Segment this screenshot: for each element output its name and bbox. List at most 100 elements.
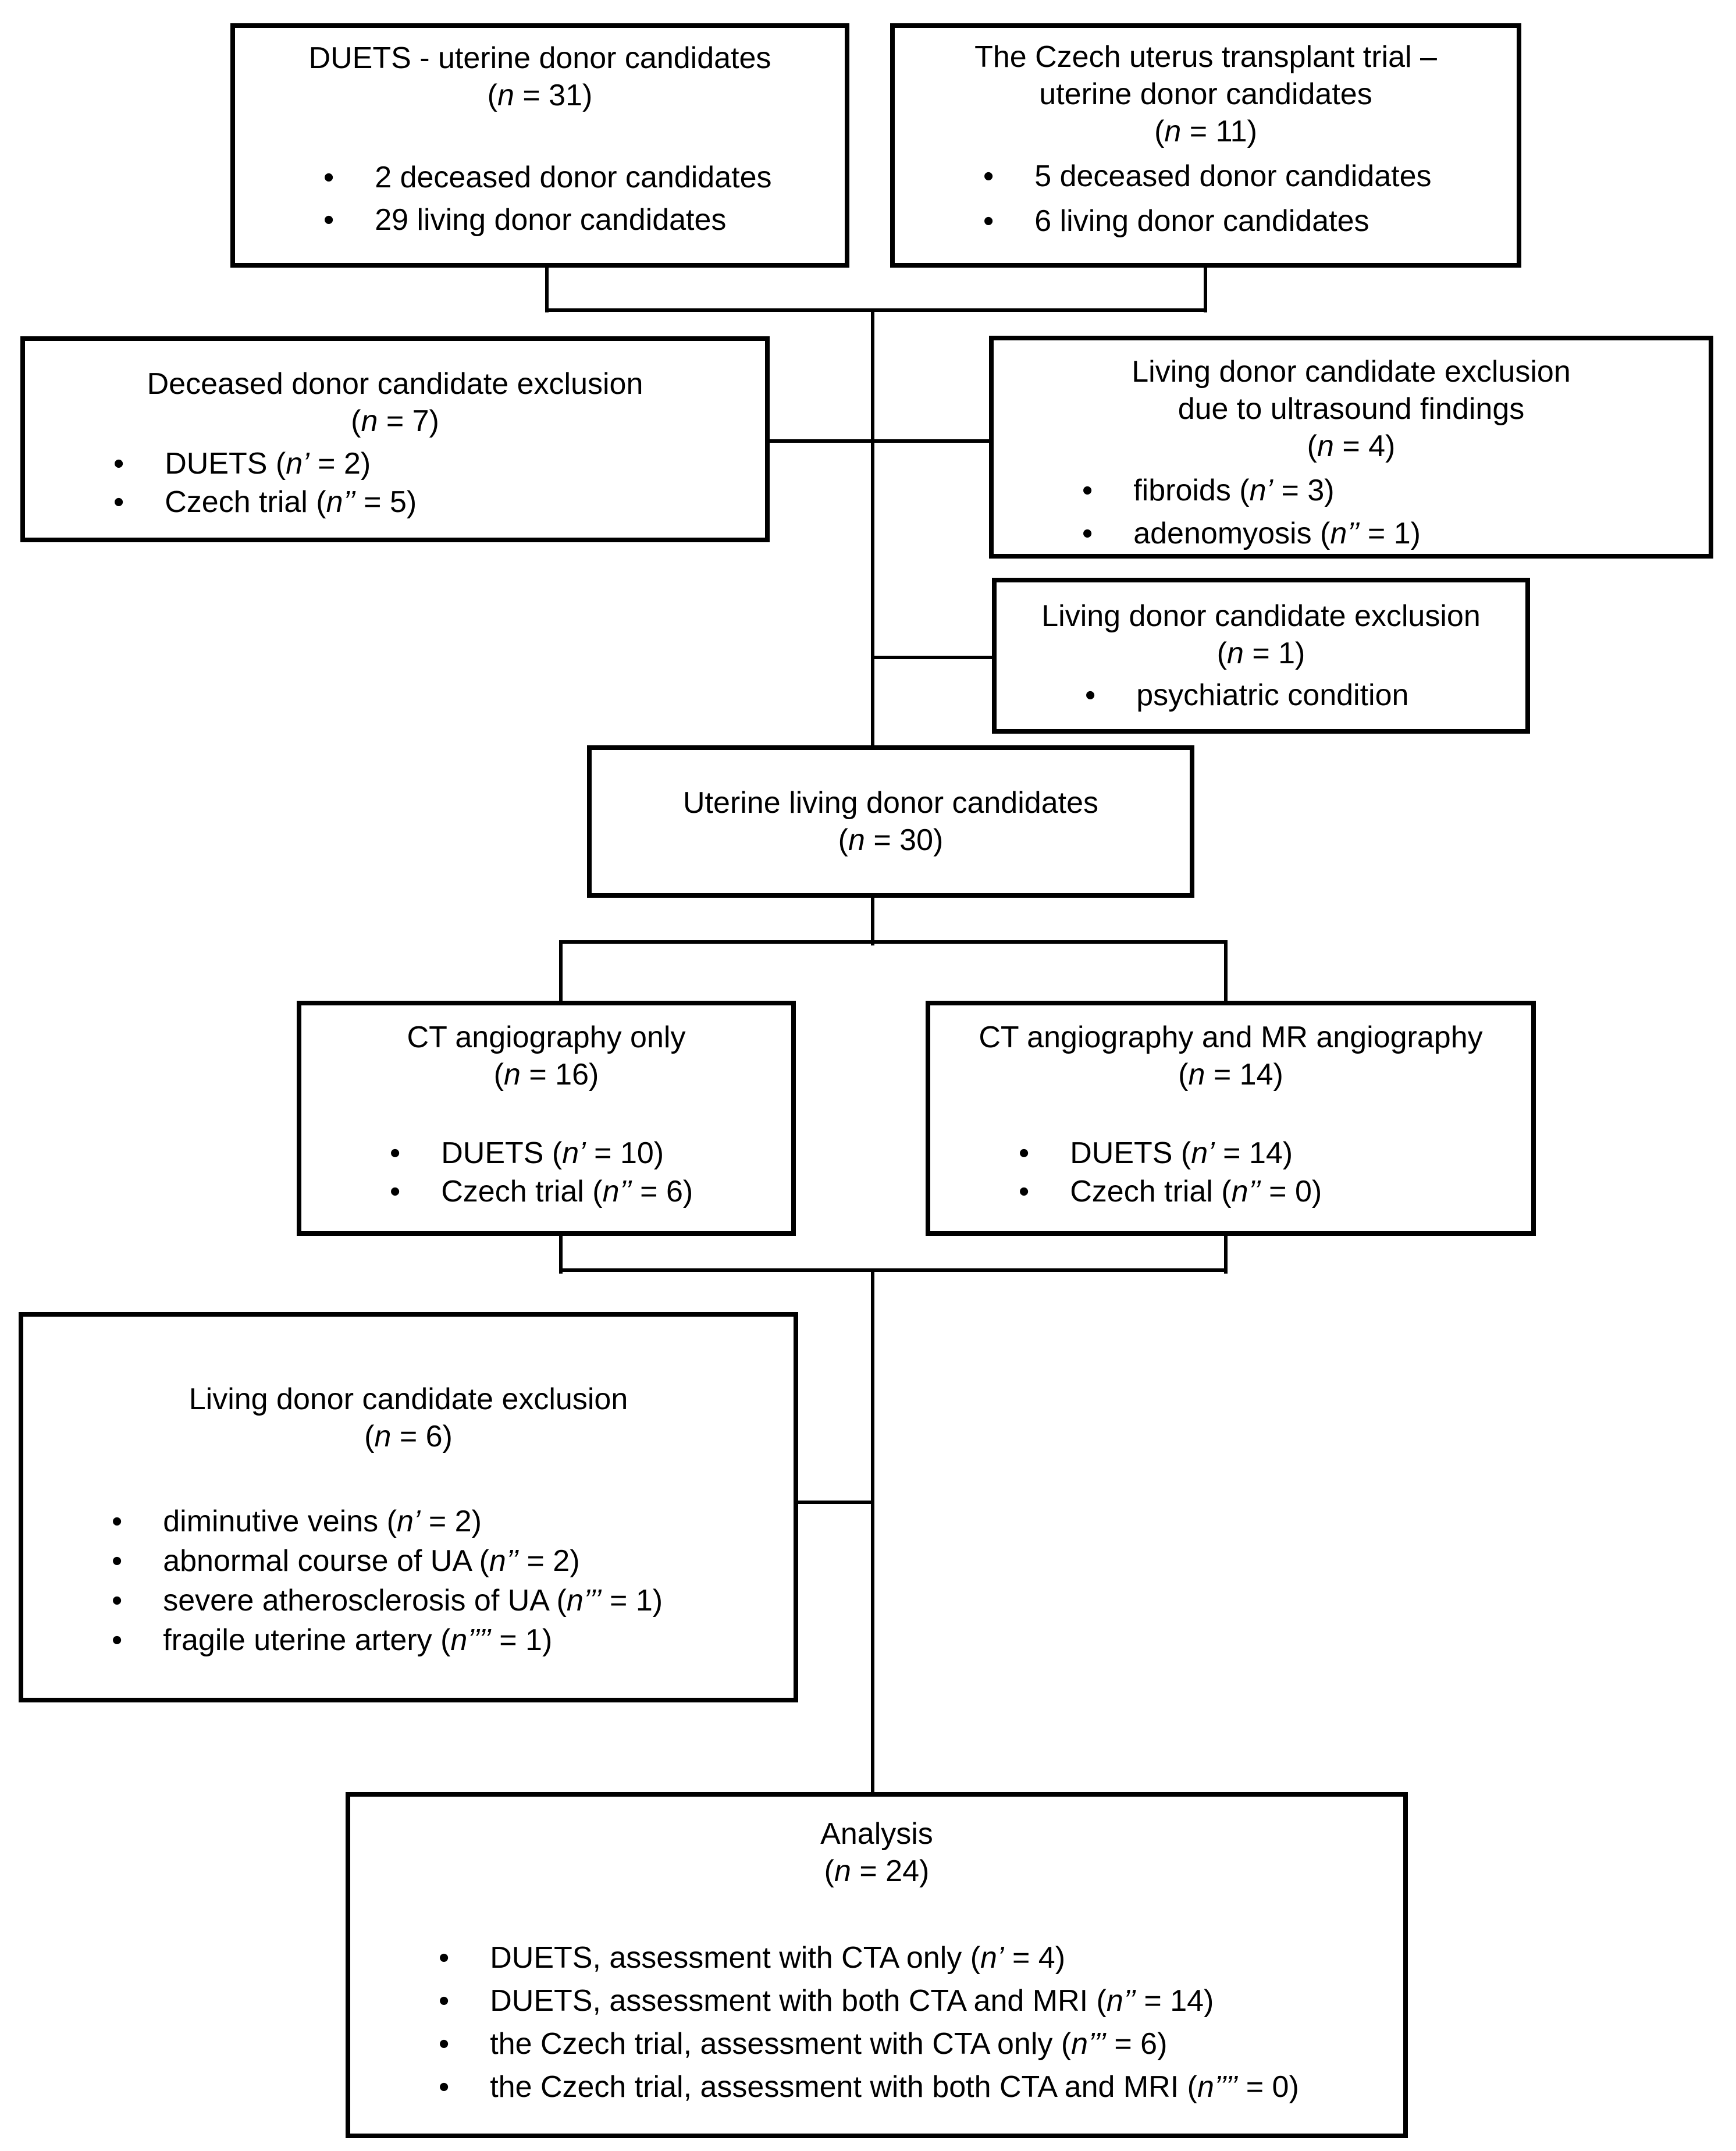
bullet-text: Czech trial (n’’ = 5) — [165, 485, 417, 519]
bullet-list: • DUETS (n’ = 14) • Czech trial (n’’ = 0) — [930, 1135, 1531, 1210]
list-item: •severe atherosclerosis of UA (n’’’ = 1) — [112, 1582, 794, 1619]
bullet-text: the Czech trial, assessment with both CT… — [490, 2070, 1299, 2104]
n-count-line: (n = 1) — [1216, 637, 1305, 670]
box-title: Analysis (n = 24) — [350, 1815, 1403, 1890]
bullet-text: DUETS (n’ = 2) — [165, 447, 371, 481]
bullet-list: •DUETS (n’ = 10) •Czech trial (n’’ = 6) — [301, 1135, 791, 1210]
n-count-line: (n = 4) — [1307, 429, 1396, 463]
bullet-text: DUETS (n’ = 14) — [1070, 1136, 1293, 1170]
bullet-icon: • — [439, 1984, 450, 2018]
n-count-line: (n = 7) — [351, 404, 439, 438]
n-count-line: (n = 6) — [364, 1420, 453, 1453]
box-title-line: Living donor candidate exclusion — [188, 1382, 628, 1416]
box-ct-and-mr-angiography: CT angiography and MR angiography (n = 1… — [926, 1001, 1536, 1236]
box-title-line: DUETS - uterine donor candidates — [308, 41, 771, 75]
bullet-text: the Czech trial, assessment with CTA onl… — [490, 2027, 1168, 2061]
box-title: Living donor candidate exclusion (n = 6) — [23, 1381, 794, 1455]
bullet-icon: • — [439, 2027, 450, 2061]
bullet-icon: • — [323, 203, 335, 237]
connector-lower-trunk — [871, 1268, 874, 1796]
connector-top-merge-bar — [545, 308, 1207, 312]
bullet-list: • psychiatric condition — [997, 677, 1525, 714]
box-analysis: Analysis (n = 24) • DUETS, assessment wit… — [346, 1792, 1408, 2138]
n-count-line: (n = 24) — [824, 1854, 930, 1888]
connector-czech-drop — [1204, 265, 1207, 312]
bullet-icon: • — [112, 1623, 123, 1657]
list-item: •diminutive veins (n’ = 2) — [112, 1503, 794, 1540]
bullet-icon: • — [113, 485, 124, 519]
box-title-line: CT angiography and MR angiography — [979, 1021, 1483, 1054]
list-item: •the Czech trial, assessment with both C… — [439, 2068, 1403, 2106]
bullet-icon: • — [112, 1505, 123, 1538]
box-title-line: Deceased donor candidate exclusion — [147, 367, 643, 401]
box-czech-trial-donor-candidates: The Czech uterus transplant trial – uter… — [890, 23, 1521, 268]
list-item: • 6 living donor candidates — [983, 202, 1517, 240]
bullet-text: severe atherosclerosis of UA (n’’’ = 1) — [163, 1584, 663, 1617]
bullet-text: DUETS (n’ = 10) — [441, 1136, 664, 1170]
bullet-icon: • — [1019, 1175, 1030, 1208]
list-item: • DUETS (n’ = 2) — [113, 445, 765, 482]
bullet-list: • 2 deceased donor candidates • 29 living … — [235, 159, 845, 239]
bullet-icon: • — [983, 204, 994, 238]
list-item: • DUETS, assessment with CTA only (n’ = 4… — [439, 1939, 1403, 1976]
connector-split-left-drop — [559, 940, 563, 1004]
bullet-text: adenomyosis (n’’ = 1) — [1133, 517, 1421, 550]
n-count-line: (n = 16) — [493, 1058, 599, 1092]
list-item: •abnormal course of UA (n’’ = 2) — [112, 1542, 794, 1580]
list-item: •DUETS (n’ = 10) — [390, 1135, 791, 1172]
bullet-icon: • — [1085, 678, 1096, 712]
list-item: • 2 deceased donor candidates — [323, 159, 845, 196]
connector-split-right-drop — [1224, 940, 1228, 1004]
n-count-line: (n = 31) — [487, 79, 593, 112]
bullet-text: abnormal course of UA (n’’ = 2) — [163, 1544, 580, 1578]
bullet-list: • DUETS (n’ = 2) • Czech trial (n’’ = 5) — [25, 445, 765, 521]
bullet-text: DUETS, assessment with CTA only (n’ = 4) — [490, 1941, 1066, 1975]
box-title-line: CT angiography only — [407, 1021, 686, 1054]
box-duets-donor-candidates: DUETS - uterine donor candidates (n = 31… — [230, 23, 849, 268]
box-deceased-donor-exclusion: Deceased donor candidate exclusion (n = … — [20, 336, 770, 542]
box-ultrasound-exclusion: Living donor candidate exclusion due to … — [989, 336, 1713, 559]
connector-uterine-drop — [871, 895, 874, 945]
list-item: • psychiatric condition — [1085, 677, 1525, 714]
box-title: Uterine living donor candidates (n = 30) — [592, 784, 1190, 859]
box-uterine-living-donor-candidates: Uterine living donor candidates (n = 30) — [587, 745, 1194, 898]
box-title-line: due to ultrasound findings — [1178, 392, 1525, 426]
connector-cta-only-drop — [559, 1232, 563, 1274]
box-title: DUETS - uterine donor candidates (n = 31… — [235, 40, 845, 114]
bullet-list: •fibroids (n’ = 3) •adenomyosis (n’’ = 1… — [994, 472, 1709, 552]
bullet-list: •5 deceased donor candidates • 6 living d… — [895, 158, 1517, 240]
bullet-text: 6 living donor candidates — [1034, 204, 1369, 238]
list-item: • Czech trial (n’’ = 0) — [1019, 1173, 1531, 1210]
bullet-text: 5 deceased donor candidates — [1034, 159, 1432, 193]
box-title: The Czech uterus transplant trial – uter… — [895, 38, 1517, 150]
connector-bottom-merge-bar — [559, 1268, 1228, 1272]
bullet-icon: • — [323, 161, 335, 194]
bullet-icon: • — [1082, 474, 1093, 507]
bullet-icon: • — [1082, 517, 1093, 550]
bullet-text: Czech trial (n’’ = 0) — [1070, 1175, 1322, 1208]
bullet-text: psychiatric condition — [1136, 678, 1409, 712]
list-item: •fragile uterine artery (n’’’’ = 1) — [112, 1622, 794, 1659]
box-title-line: Living donor candidate exclusion — [1041, 599, 1481, 633]
bullet-text: 29 living donor candidates — [375, 203, 727, 237]
connector-upper-trunk — [871, 308, 874, 749]
box-title-line: Uterine living donor candidates — [683, 786, 1098, 820]
list-item: •Czech trial (n’’ = 6) — [390, 1173, 791, 1210]
n-count-line: (n = 14) — [1178, 1058, 1283, 1092]
bullet-icon: • — [439, 1941, 450, 1975]
list-item: •5 deceased donor candidates — [983, 158, 1517, 195]
box-title: CT angiography only (n = 16) — [301, 1019, 791, 1093]
box-title: CT angiography and MR angiography (n = 1… — [930, 1019, 1531, 1093]
list-item: • DUETS, assessment with both CTA and MRI… — [439, 1982, 1403, 2020]
connector-split-bar — [559, 940, 1228, 944]
bullet-text: Czech trial (n’’ = 6) — [441, 1175, 693, 1208]
list-item: • 29 living donor candidates — [323, 201, 845, 239]
bullet-text: 2 deceased donor candidates — [375, 161, 772, 194]
list-item: • the Czech trial, assessment with CTA on… — [439, 2025, 1403, 2063]
bullet-icon: • — [1019, 1136, 1030, 1170]
bullet-text: DUETS, assessment with both CTA and MRI … — [490, 1984, 1214, 2018]
bullet-icon: • — [113, 447, 124, 481]
box-title: Deceased donor candidate exclusion (n = … — [25, 365, 765, 440]
bullet-list: •diminutive veins (n’ = 2) •abnormal cou… — [23, 1503, 794, 1659]
